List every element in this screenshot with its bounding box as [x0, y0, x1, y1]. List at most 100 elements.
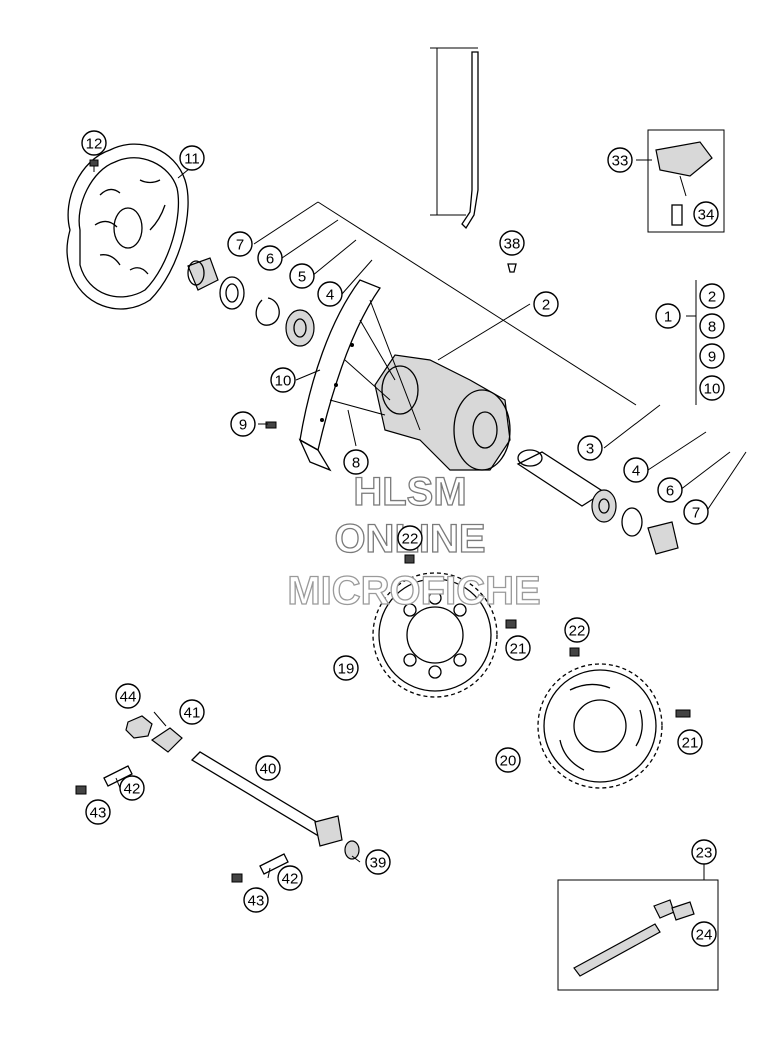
callout-label: 6: [666, 483, 674, 500]
callout-circle: [677, 729, 703, 755]
callout-label: 2: [542, 297, 550, 314]
callout-label: 43: [248, 893, 265, 910]
spoke-nipple: [265, 421, 277, 429]
callouts: 1211765421098383334128910346722192122212…: [81, 130, 725, 947]
callout-circle: [655, 303, 681, 329]
sprocket-bolt-a: [505, 619, 517, 629]
callout-c2b: 2: [699, 283, 725, 309]
callout-c7b: 7: [683, 499, 709, 525]
callout-c6a: 6: [257, 245, 283, 271]
spoke-with-dimension: [430, 47, 479, 230]
sprocket-nut-top: [404, 554, 415, 564]
callout-circle: [699, 375, 725, 401]
callout-c11: 11: [179, 145, 205, 171]
callout-c9a: 9: [230, 411, 256, 437]
callout-label: 43: [90, 805, 107, 822]
axle-spacer: [344, 840, 360, 860]
callout-c3: 3: [577, 435, 603, 461]
callout-circle: [495, 747, 521, 773]
callout-label: 34: [698, 207, 715, 224]
disc-bolt: [89, 159, 99, 172]
callout-circle: [270, 367, 296, 393]
callout-c43b: 43: [243, 887, 269, 913]
right-seal: [621, 507, 643, 537]
callout-label: 12: [86, 136, 103, 153]
callout-circle: [693, 201, 719, 227]
callout-c21a: 21: [505, 635, 531, 661]
callout-circle: [397, 525, 423, 551]
left-bearing: [285, 309, 315, 347]
sprocket-bolt-b: [675, 709, 691, 718]
callout-circle: [499, 230, 525, 256]
callout-label: 44: [120, 689, 137, 706]
rear-sprocket-aluminium: [537, 663, 663, 789]
callout-c38: 38: [499, 230, 525, 256]
right-spacer: [647, 521, 679, 555]
callout-label: 42: [282, 871, 299, 888]
callout-label: 33: [612, 153, 629, 170]
rim: [298, 279, 382, 472]
chain-box: [557, 864, 719, 991]
callout-circle: [230, 411, 256, 437]
callout-label: 7: [236, 237, 244, 254]
callout-label: 4: [632, 463, 640, 480]
callout-label: 10: [704, 381, 721, 398]
callout-c5: 5: [289, 263, 315, 289]
left-seal: [219, 276, 245, 310]
callout-label: 24: [696, 927, 713, 944]
callout-label: 8: [708, 319, 716, 336]
callout-circle: [179, 145, 205, 171]
callout-c23: 23: [691, 839, 717, 865]
callout-c4b: 4: [623, 457, 649, 483]
wheel-hub: [329, 299, 511, 471]
callout-label: 9: [239, 417, 247, 434]
callout-circle: [505, 635, 531, 661]
callout-c6b: 6: [657, 477, 683, 503]
callout-circle: [691, 839, 717, 865]
callout-c12: 12: [81, 130, 107, 156]
callout-circle: [607, 147, 633, 173]
callout-c24: 24: [691, 921, 717, 947]
callout-label: 2: [708, 289, 716, 306]
callout-circle: [85, 799, 111, 825]
callout-c39: 39: [365, 849, 391, 875]
callout-label: 39: [370, 855, 387, 872]
rim-lock-box: [647, 129, 725, 233]
callout-label: 21: [510, 641, 527, 658]
callout-label: 10: [275, 373, 292, 390]
callout-circle: [365, 849, 391, 875]
callout-c10b: 10: [699, 375, 725, 401]
brake-disc: [66, 143, 189, 310]
callout-c22a: 22: [397, 525, 423, 551]
callout-label: 9: [708, 349, 716, 366]
callout-circle: [699, 283, 725, 309]
callout-label: 40: [260, 761, 277, 778]
callout-c7a: 7: [227, 231, 253, 257]
callout-label: 23: [696, 845, 713, 862]
callout-c10a: 10: [270, 367, 296, 393]
callout-label: 7: [692, 505, 700, 522]
axle-nut: [125, 715, 153, 739]
right-bearing: [591, 489, 617, 523]
callout-c42a: 42: [119, 775, 145, 801]
watermark-line-3: MICROFICHE: [287, 569, 540, 613]
callout-c43a: 43: [85, 799, 111, 825]
grease-nipple: [507, 263, 517, 273]
watermark: HLSM ONLINE MICROFICHE: [287, 469, 542, 613]
callout-circle: [243, 887, 269, 913]
callout-c33: 33: [607, 147, 633, 173]
callout-label: 3: [586, 441, 594, 458]
callout-circle: [81, 130, 107, 156]
callout-circle: [333, 655, 359, 681]
left-spacer: [187, 257, 219, 291]
callout-label: 38: [504, 236, 521, 253]
callout-label: 5: [298, 269, 306, 286]
callout-c1: 1: [655, 303, 681, 329]
callout-label: 6: [266, 251, 274, 268]
callout-c2: 2: [533, 291, 559, 317]
callout-circle: [699, 313, 725, 339]
callout-c22b: 22: [564, 617, 590, 643]
callout-c9b: 9: [699, 343, 725, 369]
callout-label: 42: [124, 781, 141, 798]
circlip: [255, 297, 280, 326]
